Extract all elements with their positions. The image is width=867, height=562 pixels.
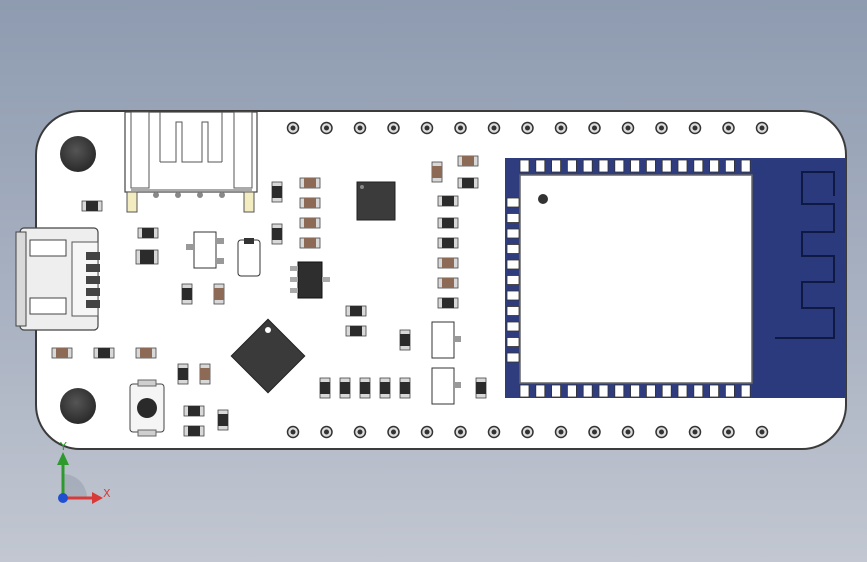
reset-button[interactable] [129, 379, 165, 437]
jst-connector[interactable] [124, 111, 258, 213]
smd-component [345, 305, 367, 317]
smd-component [457, 177, 479, 189]
smd-component [299, 177, 321, 189]
antenna-area [752, 160, 846, 398]
x-axis-label: X [103, 487, 111, 500]
smd-component [181, 283, 193, 305]
y-axis-label: Y [60, 440, 67, 453]
smd-component [437, 277, 459, 289]
smd-component [399, 329, 411, 351]
smd-component [319, 377, 331, 399]
smd-component [199, 363, 211, 385]
smd-component [437, 217, 459, 229]
header-pins-bottom [286, 425, 769, 439]
smd-component [81, 200, 103, 212]
z-axis-dot [58, 493, 68, 503]
smd-component [217, 409, 229, 431]
smd-component [135, 347, 157, 359]
smd-component [299, 197, 321, 209]
smd-component [475, 377, 487, 399]
smd-component [271, 223, 283, 245]
smd-component [213, 283, 225, 305]
smd-component [137, 227, 159, 239]
qfn-ic [230, 318, 306, 394]
rf-shield [519, 174, 753, 384]
smd-component [437, 195, 459, 207]
mounting-hole-bottom [60, 388, 96, 424]
sot23-transistors [186, 231, 461, 405]
smd-component [457, 155, 479, 167]
smd-component [437, 297, 459, 309]
smd-component [51, 347, 73, 359]
smd-component [93, 347, 115, 359]
esp12-module [505, 158, 846, 398]
micro-usb-connector[interactable] [15, 227, 100, 331]
smd-component [359, 377, 371, 399]
header-pins-top [286, 121, 769, 135]
smd-component [299, 237, 321, 249]
coordinate-triad [57, 452, 103, 504]
smd-component [431, 161, 443, 183]
smd-passives [51, 155, 487, 437]
smd-component [183, 405, 205, 417]
smd-component [437, 257, 459, 269]
module-castellations [506, 159, 751, 398]
smd-component [339, 377, 351, 399]
smd-component [299, 217, 321, 229]
smd-component [437, 237, 459, 249]
smd-component [135, 249, 159, 265]
smd-component [379, 377, 391, 399]
smd-component [183, 425, 205, 437]
smd-component [345, 325, 367, 337]
smd-component [177, 363, 189, 385]
smd-component [399, 377, 411, 399]
smd-component [271, 181, 283, 203]
usb-uart-ic [356, 181, 396, 221]
mounting-hole-top [60, 136, 96, 172]
